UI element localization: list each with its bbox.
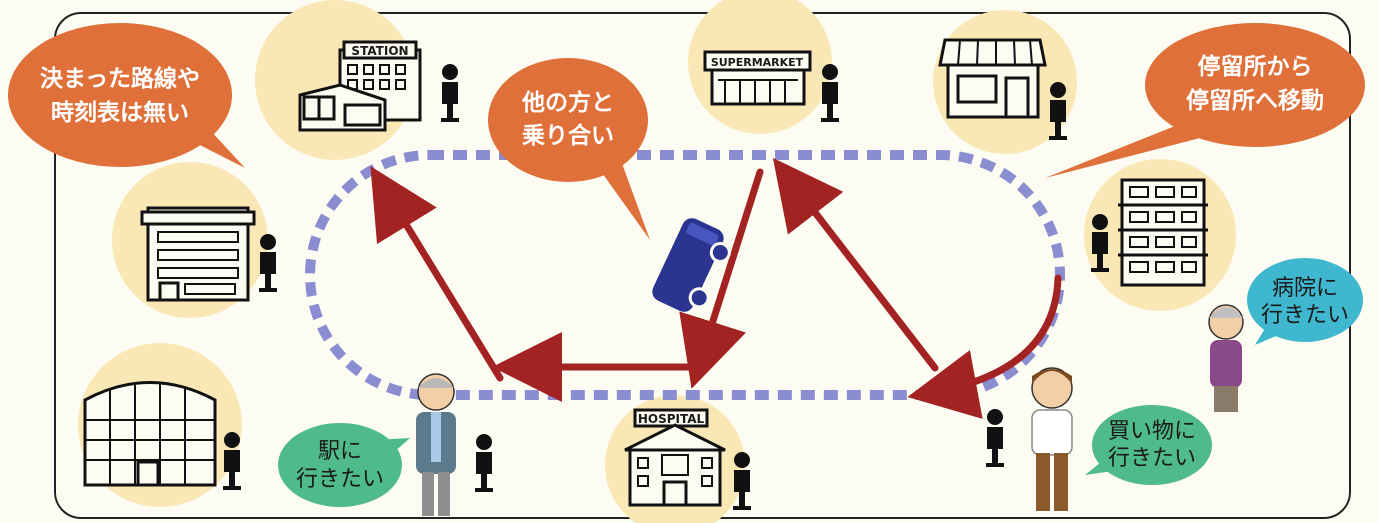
bubble-no-fixed-route: 決まった路線や 時刻表は無い: [8, 23, 245, 168]
apartment-building-icon: [1118, 178, 1208, 287]
person-man-icon: [1031, 367, 1073, 511]
bubble-to-hospital: 病院に 行きたい: [1247, 258, 1363, 345]
bubble-line: 行きたい: [296, 467, 384, 492]
bubble-line: 駅に: [318, 439, 362, 464]
bubble-line: 行きたい: [1261, 303, 1349, 328]
person-elderly-woman-icon: [1208, 304, 1244, 412]
dashed-route-loop: [305, 150, 1065, 400]
bubble-line: 乗り合い: [522, 122, 614, 149]
bubble-line: 買い物に: [1108, 419, 1196, 444]
bubble-ride-share: 他の方と 乗り合い: [488, 58, 650, 240]
supermarket-sign: SUPERMARKET: [711, 56, 804, 69]
bus-icon: [652, 218, 731, 312]
supermarket-building-icon: [703, 50, 812, 106]
arrow-to-supermarket: [772, 157, 939, 372]
bubble-line: 時刻表は無い: [51, 99, 189, 126]
bubble-line: 病院に: [1272, 276, 1338, 301]
arrow-curve-right: [907, 274, 1062, 419]
office-building-icon: [140, 206, 256, 302]
shop-building-icon: [938, 38, 1047, 119]
station-sign: STATION: [351, 44, 408, 58]
mall-building-icon: [83, 381, 217, 487]
hospital-building-icon: [624, 408, 726, 507]
hospital-sign: HOSPITAL: [638, 412, 705, 426]
route-arrows: [370, 157, 1062, 419]
arrow-to-station: [370, 166, 504, 382]
bubble-line: 行きたい: [1108, 446, 1196, 471]
bubble-line: 停留所へ移動: [1186, 87, 1324, 114]
bubble-line: 決まった路線や: [40, 65, 200, 92]
bubble-to-station: 駅に 行きたい: [278, 423, 410, 507]
arrow-to-hospital: [679, 168, 764, 389]
bubble-shopping: 買い物に 行きたい: [1085, 405, 1212, 485]
person-elderly-man-icon: [416, 373, 456, 516]
bubble-line: 停留所から: [1198, 53, 1313, 80]
bubble-stop-to-stop: 停留所から 停留所へ移動: [1045, 23, 1365, 178]
bubble-line: 他の方と: [521, 89, 614, 116]
station-building-icon: [298, 40, 422, 132]
